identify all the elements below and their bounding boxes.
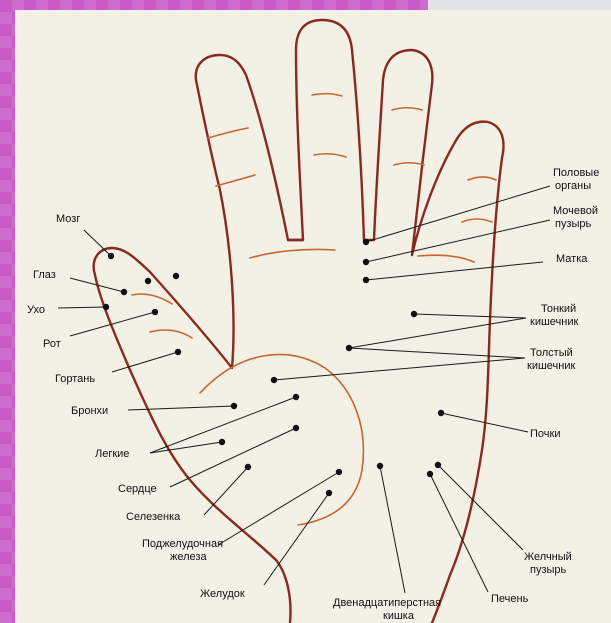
ring-crease-1: [392, 108, 422, 110]
label-tonky-1: Тонкий: [541, 303, 576, 315]
label-tolsty-2: кишечник: [527, 360, 575, 372]
point-polovye: [363, 239, 369, 245]
palm-creases: [132, 94, 496, 525]
point-tonky: [411, 311, 417, 317]
leader-tonky: [414, 314, 526, 318]
leader-rot: [70, 312, 155, 336]
label-mozg: Мозг: [56, 213, 80, 225]
label-podzhel-1: Поджелудочная: [142, 538, 223, 550]
point-matka: [363, 277, 369, 283]
leader-dvenad: [380, 466, 405, 593]
leader-podzhel: [218, 472, 339, 545]
point-glaz-2: [145, 278, 151, 284]
label-rot: Рот: [43, 338, 61, 350]
pinky-crease-1: [468, 177, 496, 180]
thumb-crease-2: [150, 330, 192, 338]
hand-contour: [94, 20, 504, 623]
label-podzhel-2: железа: [170, 551, 207, 563]
thenar-crease: [200, 354, 363, 525]
label-polovye-2: органы: [555, 180, 591, 192]
point-bronkhi: [231, 403, 237, 409]
hand-outline: [94, 20, 504, 623]
leader-bronkhi: [128, 406, 234, 410]
label-zhelch-2: пузырь: [530, 564, 567, 576]
point-zheludok: [326, 490, 332, 496]
middle-crease-2: [314, 154, 346, 157]
point-rot: [152, 309, 158, 315]
leader-tonky-2: [349, 318, 526, 348]
point-tolsty-b: [271, 377, 277, 383]
leader-polovye: [366, 186, 550, 242]
thumb-crease-1: [132, 294, 172, 304]
label-pechen: Печень: [491, 593, 529, 605]
leader-selezenka: [204, 467, 248, 515]
label-dvenad-1: Двенадцатиперстная: [333, 597, 441, 609]
leader-pechen: [430, 474, 488, 592]
leader-zheludok: [264, 493, 329, 585]
leader-ukho: [58, 307, 106, 308]
point-tolsty: [346, 345, 352, 351]
point-selezenka: [245, 464, 251, 470]
leader-mochevoy: [366, 220, 550, 262]
leader-lines: [58, 186, 550, 593]
middle-crease-1: [312, 94, 342, 96]
label-polovye-1: Половые: [553, 167, 599, 179]
point-mozg: [108, 253, 114, 259]
index-crease-2: [216, 175, 255, 186]
label-zhelch-1: Желчный: [524, 551, 572, 563]
label-dvenad-2: кишка: [383, 610, 415, 622]
point-legkie-1: [293, 394, 299, 400]
palm-base-crease: [250, 249, 335, 258]
leader-mozg: [84, 230, 111, 256]
label-zheludok: Желудок: [200, 588, 245, 600]
point-zhelch: [435, 462, 441, 468]
ring-crease-2: [394, 163, 424, 165]
label-mochevoy-1: Мочевой: [553, 205, 598, 217]
palm-top-crease: [418, 255, 474, 262]
label-tolsty-1: Толстый: [530, 347, 573, 359]
index-crease-1: [208, 128, 248, 138]
label-serdtse: Сердце: [118, 483, 157, 495]
label-tonky-2: кишечник: [530, 316, 578, 328]
leader-tolsty: [349, 348, 525, 358]
organ-labels: Мозг Глаз Ухо Рот Гортань Бронхи Легкие …: [27, 167, 599, 622]
point-dvenad: [377, 463, 383, 469]
point-legkie-2: [219, 439, 225, 445]
label-glaz: Глаз: [33, 269, 56, 281]
label-ukho: Ухо: [27, 304, 45, 316]
point-glaz: [121, 289, 127, 295]
point-podzhel: [336, 469, 342, 475]
point-pochki: [438, 410, 444, 416]
label-mochevoy-2: пузырь: [555, 218, 592, 230]
point-pechen: [427, 471, 433, 477]
point-serdtse: [293, 425, 299, 431]
label-bronkhi: Бронхи: [71, 405, 108, 417]
leader-legkie-2: [150, 442, 222, 453]
point-mochevoy: [363, 259, 369, 265]
leader-zhelch: [438, 465, 523, 550]
point-glaz-3: [173, 273, 179, 279]
label-selezenka: Селезенка: [126, 511, 181, 523]
leader-matka: [366, 262, 543, 280]
point-ukho: [103, 304, 109, 310]
label-pochki: Почки: [530, 428, 560, 440]
point-gortan: [175, 349, 181, 355]
label-matka: Матка: [556, 253, 588, 265]
label-gortan: Гортань: [55, 373, 95, 385]
leader-serdtse: [170, 428, 296, 487]
label-legkie: Легкие: [95, 448, 129, 460]
pinky-crease-2: [462, 219, 492, 222]
leader-gortan: [112, 352, 178, 372]
